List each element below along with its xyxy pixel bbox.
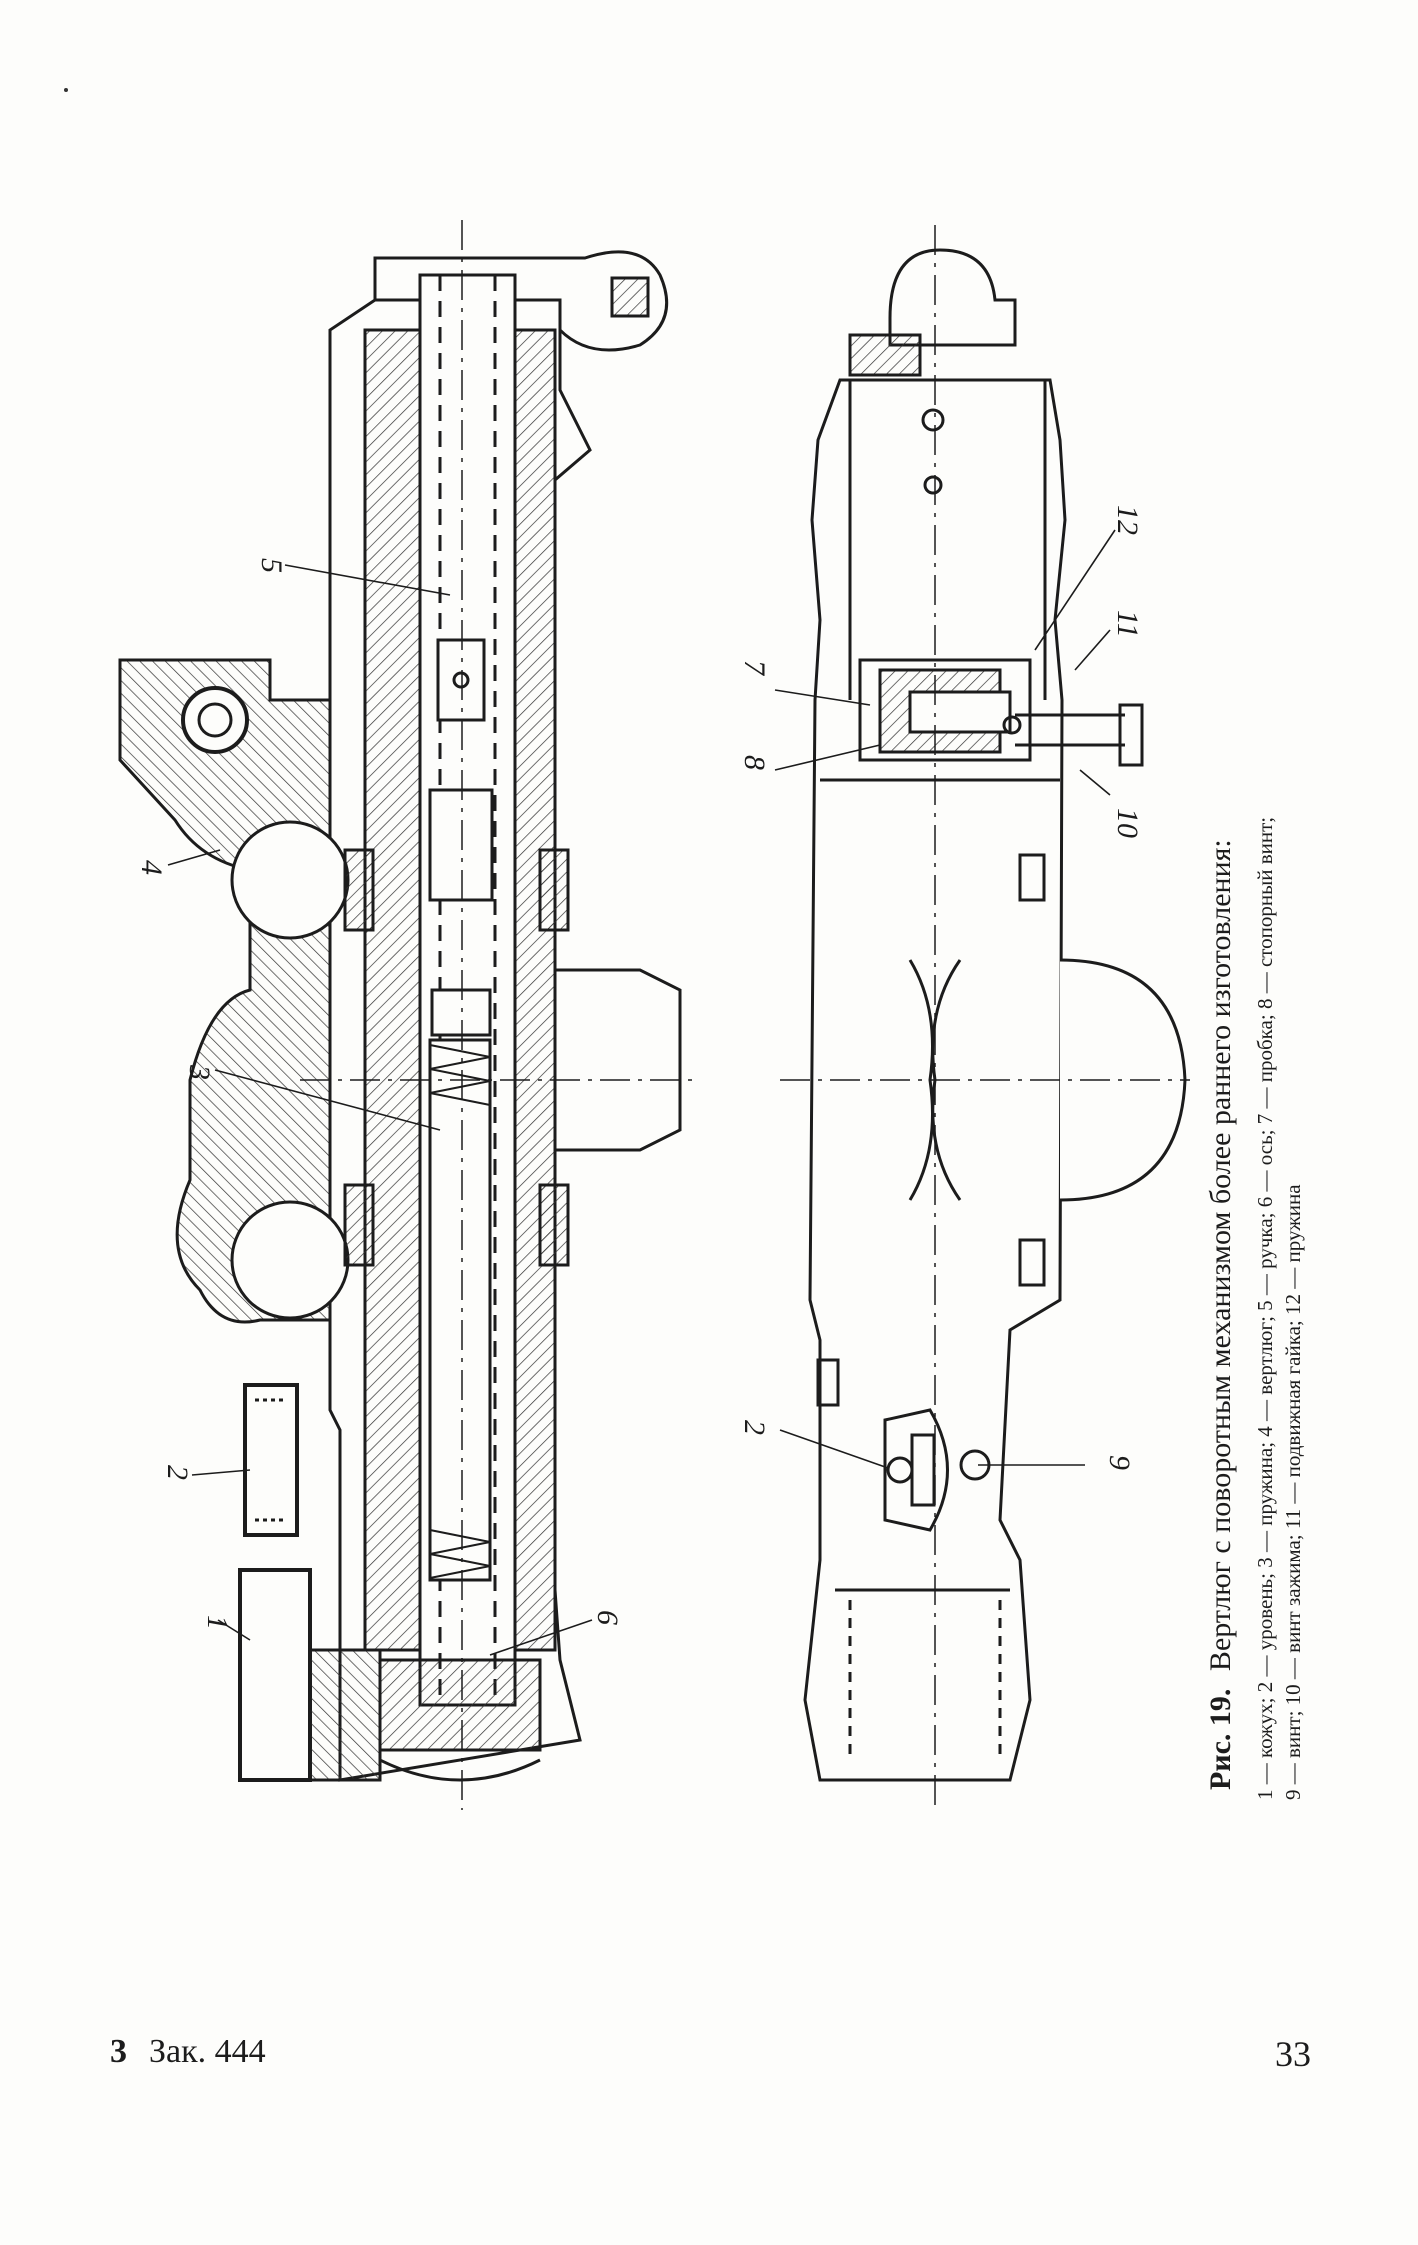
sectional-view [118,220,700,1810]
callout-7: 7 [738,660,771,677]
caption-legend-1: 1 — кожух; 2 — уровень; 3 — пружина; 4 —… [1253,817,1277,1800]
leader-4 [167,849,221,866]
page-footer-order: 3 Зак. 444 [110,2033,266,2071]
top-lug [888,248,1017,347]
spring [428,1038,492,1582]
callout-3: 3 [183,1064,216,1080]
level-pin [181,686,249,754]
callout-1: 1 [201,1615,234,1630]
page-number: 33 [1275,2034,1311,2074]
exterior-view [774,225,1190,1810]
caption-prefix: Рис. 19. [1204,1689,1237,1790]
leader-2 [191,1469,251,1476]
leader-6 [489,1619,593,1656]
order-text: Зак. 444 [149,2033,266,2070]
clamp-screw-head [1118,703,1144,767]
leader-3 [214,1069,441,1131]
level-vial [243,1383,299,1537]
callout-5: 5 [255,558,288,573]
callout-8: 8 [738,755,771,770]
leader-5 [284,564,451,596]
callout-12: 12 [1111,505,1144,535]
callout-11: 11 [1111,610,1144,638]
ball-lower [230,1200,350,1320]
leader-1 [217,1619,251,1641]
sheet-mark: 3 [110,2033,127,2070]
bottom-cap [379,1758,541,1782]
callout-4: 4 [135,860,168,875]
callout-9: 9 [1103,1455,1136,1470]
callout-2: 2 [161,1465,194,1480]
casing [238,1568,312,1782]
scan-speck [64,88,68,92]
view-callouts: 2 7 8 9 10 11 12 [738,505,1144,1470]
callout-10: 10 [1111,808,1144,838]
ball-upper [230,820,350,940]
knob-screw [610,276,650,318]
handle-plug [436,638,486,722]
shaft-block [428,788,494,902]
figure-caption: Рис. 19. Вертлюг с поворотным механизмом… [1204,817,1305,1800]
spring-coils [429,1044,491,1579]
callout-6: 6 [591,1610,624,1625]
callout-2b: 2 [738,1420,771,1435]
caption-title: Вертлюг с поворотным механизмом более ра… [1204,839,1237,1671]
section-callouts: 1 2 3 4 5 6 [135,558,624,1630]
caption-legend-2: 9 — винт; 10 — винт зажима; 11 — подвижн… [1281,1184,1305,1800]
round-boss [1059,958,1187,1202]
svg-text:Рис. 19. Вертлюг с повор: Рис. 19. Вертлюг с поворотным механизмом… [1204,839,1237,1790]
